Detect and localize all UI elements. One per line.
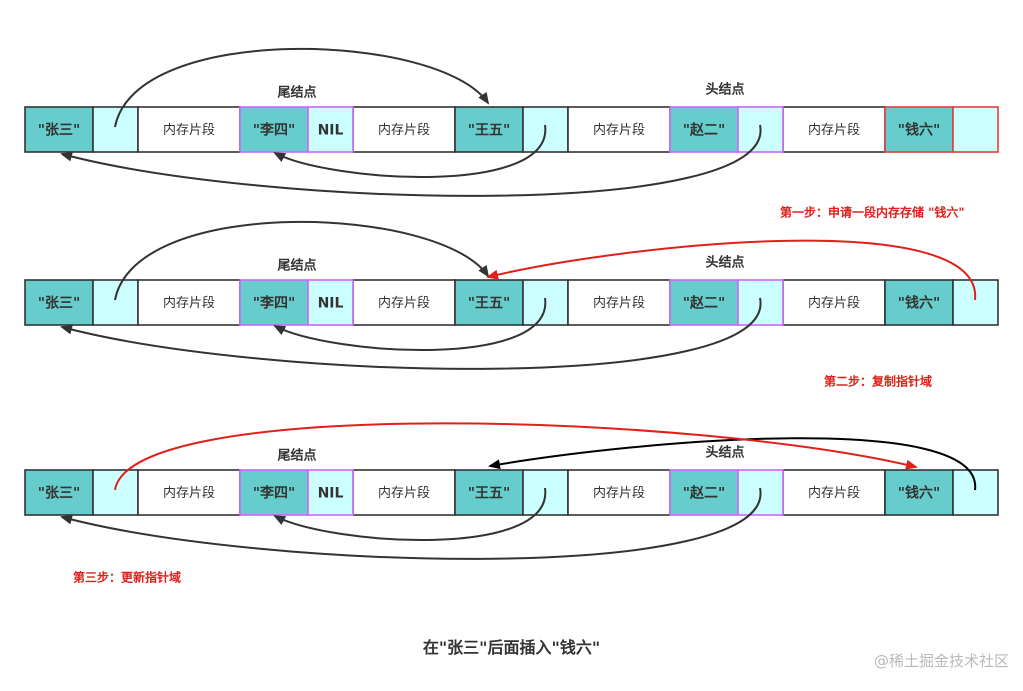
node-qianliu-data-label: "钱六" [898, 485, 941, 502]
nil-pointer-cell [307, 106, 354, 153]
node-zhangsan-data [24, 106, 94, 153]
node-lisi-data [239, 106, 309, 153]
memory-segment-cell-label: 内存片段 [378, 295, 430, 311]
arrow-wangwu-to-lisi-3 [273, 487, 547, 542]
node-zhaoer-data-label: "赵二" [683, 485, 726, 502]
node-zhaoer-data-label: "赵二" [683, 122, 726, 139]
node-wangwu-data-label: "王五" [468, 123, 511, 139]
node-zhangsan-data-label: "张三" [38, 486, 81, 502]
memory-segment-cell-label: 内存片段 [593, 485, 645, 501]
node-wangwu-data [454, 279, 524, 326]
node-qianliu-data [884, 279, 954, 326]
nil-pointer-cell [307, 469, 354, 516]
zhangsan-pointer-cell [92, 279, 139, 326]
arrow-zhangsan-to-qianliu-3 [114, 422, 918, 491]
nil-pointer-cell-label: NIL [318, 486, 344, 502]
node-lisi-data-label: "李四" [253, 295, 296, 312]
node-zhangsan-data-label: "张三" [38, 296, 81, 312]
node-qianliu-data [884, 469, 954, 516]
memory-segment-cell [567, 469, 671, 516]
node-zhangsan-data [24, 469, 94, 516]
node-wangwu-data [454, 106, 524, 153]
head-node-label: 头结点 [705, 82, 744, 98]
head-node-label: 头结点 [705, 445, 744, 461]
zhangsan-pointer-cell [92, 106, 139, 153]
memory-segment-cell [567, 106, 671, 153]
watermark: @稀土掘金技术社区 [873, 652, 1009, 670]
node-zhangsan-data-label: "张三" [38, 123, 81, 139]
node-qianliu-data-label: "钱六" [898, 122, 941, 139]
node-qianliu-data-label: "钱六" [898, 295, 941, 312]
step3-label: 第三步：更新指针域 [73, 570, 181, 585]
memory-segment-cell-label: 内存片段 [808, 485, 860, 501]
memory-segment-cell [782, 469, 886, 516]
memory-segment-cell [137, 106, 241, 153]
qianliu-pointer-cell [952, 469, 999, 516]
list-row-2 [24, 279, 999, 326]
memory-segment-cell [137, 469, 241, 516]
memory-segment-cell-label: 内存片段 [808, 295, 860, 311]
step1-label: 第一步：申请一段内存存储 "钱六" [780, 205, 965, 220]
node-lisi-data [239, 279, 309, 326]
diagram-caption: 在"张三"后面插入"钱六" [422, 638, 601, 657]
nil-pointer-cell-label: NIL [318, 296, 344, 312]
arrow-zhangsan-to-wangwu-2 [114, 220, 490, 301]
node-lisi-data-label: "李四" [253, 122, 296, 139]
arrow-qianliu-to-wangwu-3 [488, 437, 977, 491]
node-qianliu-data [884, 106, 954, 153]
arrow-zhangsan-to-wangwu-1 [114, 47, 490, 128]
new-node-pointer-cell [952, 106, 999, 153]
arrow-zhaoer-to-zhangsan-3 [60, 487, 762, 560]
memory-segment-cell-label: 内存片段 [163, 295, 215, 311]
qianliu-pointer-cell [952, 279, 999, 326]
tail-node-label: 尾结点 [277, 258, 316, 274]
node-zhaoer-data-label: "赵二" [683, 295, 726, 312]
memory-segment-cell-label: 内存片段 [593, 122, 645, 138]
node-zhaoer-data [669, 469, 739, 516]
memory-segment-cell-label: 内存片段 [163, 122, 215, 138]
memory-segment-cell [567, 279, 671, 326]
step2-label: 第二步：复制指针域 [824, 374, 932, 389]
nil-pointer-cell-label: NIL [318, 123, 344, 139]
memory-segment-cell-label: 内存片段 [808, 122, 860, 138]
node-wangwu-data-label: "王五" [468, 486, 511, 502]
list-row-1 [24, 106, 999, 153]
tail-node-label: 尾结点 [277, 448, 316, 464]
tail-node-label: 尾结点 [277, 85, 316, 101]
node-lisi-data-label: "李四" [253, 485, 296, 502]
head-node-label: 头结点 [705, 255, 744, 271]
arrow-qianliu-to-wangwu-2 [486, 239, 977, 301]
arrow-wangwu-to-lisi-2 [273, 297, 547, 352]
list-row-3 [24, 469, 999, 516]
node-zhaoer-data [669, 279, 739, 326]
nil-pointer-cell [307, 279, 354, 326]
memory-segment-cell-label: 内存片段 [163, 485, 215, 501]
node-wangwu-data-label: "王五" [468, 296, 511, 312]
zhangsan-pointer-cell [92, 469, 139, 516]
arrow-zhaoer-to-zhangsan-2 [60, 297, 762, 370]
memory-segment-cell-label: 内存片段 [593, 295, 645, 311]
arrow-wangwu-to-lisi-1 [273, 124, 547, 179]
wangwu-pointer-cell [522, 469, 569, 516]
memory-segment-cell-label: 内存片段 [378, 485, 430, 501]
memory-segment-cell [137, 279, 241, 326]
memory-segment-cell-label: 内存片段 [378, 122, 430, 138]
memory-segment-cell [782, 279, 886, 326]
arrow-zhaoer-to-zhangsan-1 [60, 124, 762, 197]
